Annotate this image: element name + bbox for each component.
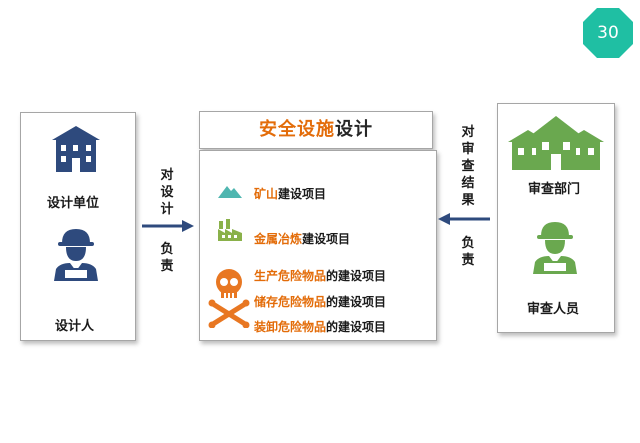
designer-person-label: 设计人 — [55, 319, 95, 334]
project-item-hazmat-storage: 储存危险物品的建设项目 — [254, 293, 386, 310]
right-arrow-top-text: 对审查结果 — [461, 125, 475, 208]
arrow-right-icon — [142, 220, 194, 232]
worker-icon — [533, 222, 577, 274]
project-item-hazmat-loading: 装卸危险物品的建设项目 — [254, 318, 386, 335]
title-highlight: 安全设施 — [259, 119, 335, 140]
item-rest: 建设项目 — [278, 187, 327, 201]
item-highlight: 矿山 — [254, 187, 279, 201]
reviewer-org-label: 审查部门 — [528, 182, 581, 197]
page-number-badge: 30 — [581, 6, 635, 60]
worker-icon — [54, 229, 98, 281]
item-highlight: 储存危险物品 — [254, 295, 327, 309]
page-number: 30 — [597, 23, 619, 43]
building-icon — [52, 126, 100, 172]
project-item-metallurgy: 金属冶炼建设项目 — [254, 230, 350, 247]
title-text: 安全设施设计 — [200, 112, 432, 148]
item-rest: 的建设项目 — [326, 269, 387, 283]
left-arrow-bottom-text: 负责 — [160, 242, 174, 274]
item-rest: 的建设项目 — [326, 320, 387, 334]
item-highlight: 装卸危险物品 — [254, 320, 327, 334]
item-rest: 的建设项目 — [326, 295, 387, 309]
right-arrow-bottom-text: 负责 — [461, 236, 475, 268]
item-rest: 建设项目 — [302, 232, 351, 246]
project-item-hazmat-production: 生产危险物品的建设项目 — [254, 267, 386, 284]
designer-panel — [20, 112, 136, 341]
reviewer-person-label: 审查人员 — [527, 302, 580, 317]
octagon-shape — [583, 8, 633, 58]
arrow-left-icon — [438, 213, 490, 225]
item-highlight: 金属冶炼 — [254, 232, 303, 246]
factory-icon — [218, 219, 242, 241]
item-highlight: 生产危险物品 — [254, 269, 327, 283]
designer-org-label: 设计单位 — [47, 196, 100, 211]
title-box: 安全设施设计 — [199, 111, 433, 149]
project-item-mining: 矿山建设项目 — [254, 185, 326, 202]
left-arrow-top-text: 对设计 — [160, 168, 174, 217]
house-icon — [508, 116, 604, 170]
title-rest: 设计 — [335, 119, 373, 140]
mountain-icon — [218, 186, 242, 198]
skull-crossbones-icon — [208, 269, 250, 328]
